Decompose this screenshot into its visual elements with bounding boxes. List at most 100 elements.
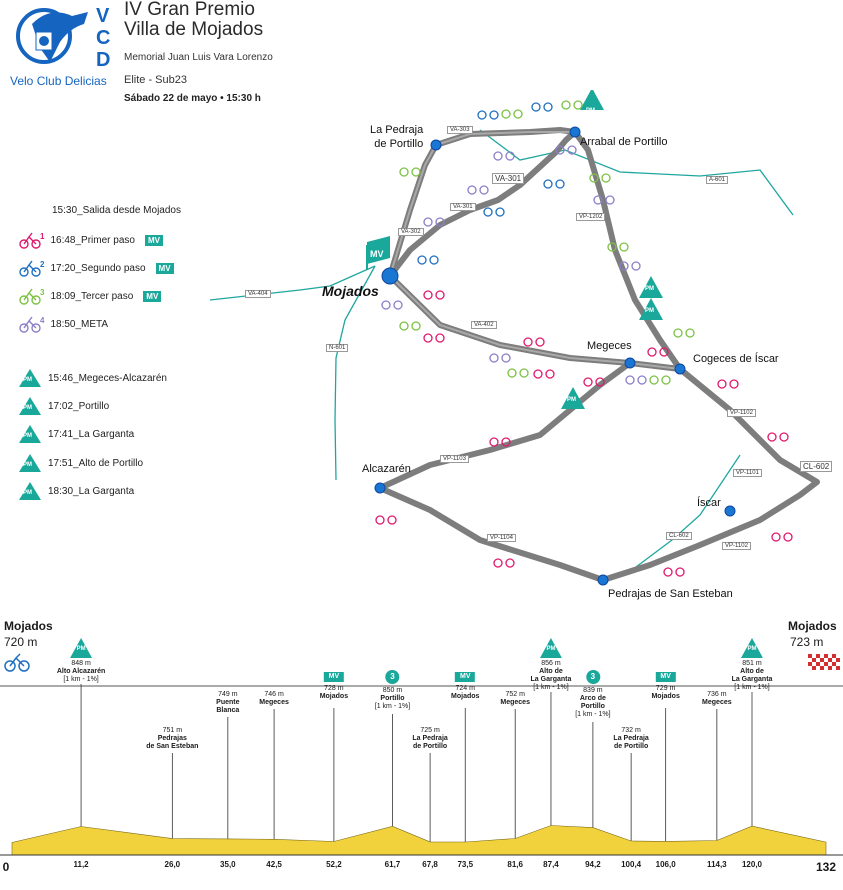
flag-check xyxy=(816,654,820,658)
point-altitude: 850 m xyxy=(382,687,403,694)
pass-label: 18:50_META xyxy=(50,318,109,330)
point-name: Pedrajas de San Esteban xyxy=(146,735,199,750)
flag-check xyxy=(832,654,836,658)
road-tag: VA-404 xyxy=(245,290,271,298)
km-end: 132 xyxy=(815,860,837,874)
profile-start-alt: 720 m xyxy=(4,635,38,649)
profile-end-city: Mojados xyxy=(788,619,837,633)
pass-label: 17:20_Segundo paso xyxy=(50,262,146,274)
point-altitude: 746 m xyxy=(264,691,284,698)
road-tag: VP-1103 xyxy=(440,455,469,463)
bike-pass-icon xyxy=(19,288,41,305)
point-name: Puente Blanca xyxy=(216,699,240,714)
town-nodes xyxy=(374,126,736,586)
profile-point-lines xyxy=(80,684,753,842)
road-tag: VA-303 xyxy=(447,126,473,134)
flag-check xyxy=(828,666,832,670)
km-marker: 26,0 xyxy=(164,860,181,869)
point-gradient: [1 km - 1%] xyxy=(533,684,569,691)
flag-check xyxy=(820,666,824,670)
pass-markers xyxy=(375,100,793,577)
pm-label: 17:41_La Garganta xyxy=(48,428,135,440)
point-gradient: [1 km - 1%] xyxy=(734,684,770,691)
pm-label: 17:02_Portillo xyxy=(48,400,110,412)
node-pedraja xyxy=(430,139,442,151)
finish-flag-icon xyxy=(808,654,840,670)
flag-check xyxy=(808,662,812,666)
race-date: Sábado 22 de mayo • 15:30 h xyxy=(124,93,261,104)
club-name: Velo Club Delicias xyxy=(10,74,107,88)
km-marker: 81,6 xyxy=(507,860,523,869)
km-marker: 11,2 xyxy=(73,860,89,869)
road-tag: CL-602 xyxy=(666,532,692,540)
pm-icon-text: PM xyxy=(23,490,32,496)
flag-check xyxy=(828,658,832,662)
node-cogeces xyxy=(674,363,686,375)
point-altitude: 848 m xyxy=(71,660,91,667)
road-tag: CL-602 xyxy=(800,461,833,472)
point-altitude: 749 m xyxy=(218,691,238,698)
page-title: IV Gran Premio Villa de Mojados xyxy=(124,0,263,40)
point-altitude: 725 m xyxy=(420,727,440,734)
point-altitude: 856 m xyxy=(541,660,561,667)
point-name: Portillo xyxy=(380,695,405,702)
profile-end-alt: 723 m xyxy=(790,635,824,649)
point-altitude: 839 m xyxy=(583,687,603,694)
pm-icon-text: PM xyxy=(23,377,32,383)
point-name: Alto Alcazarén xyxy=(56,668,106,675)
road-tag: VA-301 xyxy=(450,203,476,211)
pm-marker-icon xyxy=(639,276,663,298)
mv-flag-label: MV xyxy=(370,249,384,259)
km-marker: 42,5 xyxy=(266,860,282,869)
pm-marker-icon xyxy=(639,298,663,320)
place-cogeces: Cogeces de Íscar xyxy=(693,353,779,365)
road-tag: VA-301 xyxy=(492,173,525,184)
category: Elite - Sub23 xyxy=(124,74,187,86)
road-tag: VP-1102 xyxy=(727,409,756,417)
title-line-2: Villa de Mojados xyxy=(124,19,264,40)
route-map xyxy=(209,90,820,586)
km-marker: 100,4 xyxy=(621,860,642,869)
pm-mountain-icon: PM xyxy=(18,424,42,444)
point-name: Mojados xyxy=(651,693,680,700)
point-name: La Pedraja de Portillo xyxy=(412,735,448,750)
pm-badge-icon: PM xyxy=(740,638,763,658)
mv-badge: MV xyxy=(455,672,476,682)
category-badge: 3 xyxy=(585,670,600,684)
point-name: Megeces xyxy=(259,699,289,706)
node-alcazaren xyxy=(374,482,386,494)
pass3-markers xyxy=(399,100,695,385)
pm-label: PM xyxy=(567,397,576,403)
pm-label: 18:30_La Garganta xyxy=(48,485,135,497)
profile-fill xyxy=(11,825,827,856)
pass-label: 16:48_Primer paso xyxy=(50,234,135,246)
flag-check xyxy=(816,662,820,666)
node-mojados xyxy=(381,267,399,285)
point-name: La Pedraja de Portillo xyxy=(613,735,649,750)
flag-check xyxy=(836,666,840,670)
km-marker: 94,2 xyxy=(585,860,601,869)
title-line-1: IV Gran Premio xyxy=(124,0,255,20)
svg-text:D: D xyxy=(96,49,110,71)
start-bike-icon xyxy=(4,653,30,672)
place-megeces: Megeces xyxy=(587,340,632,352)
pm-badge-icon: PM xyxy=(70,638,93,658)
node-iscar xyxy=(724,505,736,517)
elevation-profile xyxy=(0,653,843,856)
point-altitude: 728 m xyxy=(324,685,344,692)
point-name: Megeces xyxy=(702,699,732,706)
pm-marker-icon xyxy=(580,90,604,110)
km-marker: 67,8 xyxy=(422,860,438,869)
memorial-subtitle: Memorial Juan Luis Vara Lorenzo xyxy=(124,52,273,63)
point-altitude: 724 m xyxy=(455,685,475,692)
